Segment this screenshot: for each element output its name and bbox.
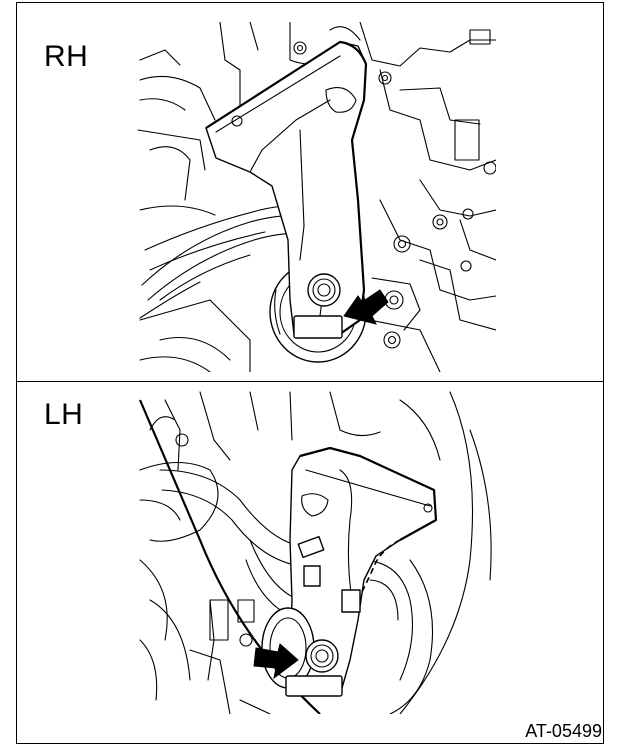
rh-engine-drawing — [137, 22, 496, 372]
lh-panel-label: LH — [44, 398, 84, 431]
rh-panel-label: RH — [44, 40, 89, 73]
lh-hose-clamps — [297, 535, 361, 613]
rh-background-components — [137, 22, 496, 372]
rh-pointer-arrow — [343, 289, 389, 325]
lh-engine-drawing — [138, 391, 492, 714]
lh-background-components — [138, 391, 492, 714]
panel-divider — [16, 381, 604, 382]
figure-code: AT-05499 — [525, 721, 602, 741]
rh-mount-bracket — [205, 40, 368, 339]
lh-mount-bolt — [305, 639, 339, 673]
lh-pointer-arrow — [253, 643, 299, 680]
